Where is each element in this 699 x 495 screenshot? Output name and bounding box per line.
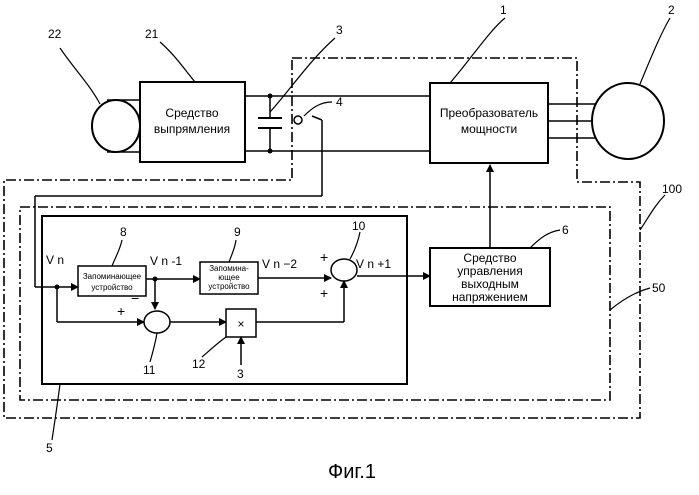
generator-22 [92, 100, 140, 152]
ref-10: 10 [352, 219, 366, 233]
signal-vnp1: V n +1 [356, 257, 391, 271]
sign-plus-bottom: + [320, 285, 328, 301]
vc-label-3: выходным [461, 277, 519, 291]
motor-2 [592, 83, 664, 159]
leader-2 [640, 18, 670, 84]
figure-caption: Фиг.1 [328, 461, 376, 483]
ref-2: 2 [668, 3, 675, 17]
signal-vn: V n [46, 253, 64, 267]
sign-plus-top: + [320, 249, 328, 265]
leader-12 [202, 337, 226, 357]
ref-5: 5 [46, 441, 53, 455]
leader-4 [304, 102, 332, 116]
leader-100 [640, 195, 665, 230]
rectifier-label-1: Средство [165, 106, 218, 120]
ref-11: 11 [143, 363, 156, 377]
converter-label-2: мощности [461, 122, 517, 136]
ref-3b: 3 [237, 367, 244, 381]
ref-8: 8 [120, 225, 127, 239]
leader-9 [229, 240, 236, 262]
ref-1: 1 [500, 3, 507, 17]
ref-50: 50 [652, 281, 666, 295]
memory2-label-3: устройство [208, 282, 250, 291]
signal-vn1: V n -1 [150, 254, 182, 268]
ref-6: 6 [562, 223, 569, 237]
leader-11 [150, 333, 157, 362]
multiplier-symbol: × [237, 317, 244, 331]
memory2-label-1: Запомина- [209, 264, 249, 273]
ref-3: 3 [336, 23, 343, 37]
voltage-sensor [294, 116, 302, 124]
ref-12: 12 [192, 357, 206, 371]
adder-10 [331, 259, 357, 281]
memory1-label-2: устройство [91, 283, 133, 292]
leader-1 [450, 18, 505, 83]
ref-4: 4 [336, 95, 343, 109]
vc-label-4: напряжением [452, 290, 528, 304]
signal-vn2: V n −2 [262, 257, 297, 271]
ref-100: 100 [662, 182, 682, 196]
sign-minus: − [131, 290, 139, 306]
leader-10 [350, 232, 360, 259]
leader-5 [52, 384, 60, 440]
memory1-label-1: Запоминающее [83, 272, 142, 281]
leader-22 [60, 48, 100, 104]
computation-block-5 [42, 216, 407, 384]
leader-3 [270, 38, 335, 112]
leader-50 [610, 288, 650, 310]
ref-9: 9 [234, 225, 241, 239]
ref-22: 22 [48, 27, 62, 41]
sensor-tick [312, 116, 322, 120]
subtractor-11 [144, 311, 170, 333]
vc-label-2: управления [457, 264, 522, 278]
leader-21 [160, 42, 195, 82]
converter-label-1: Преобразователь [440, 106, 538, 120]
leader-8 [112, 240, 122, 266]
leader-6 [530, 230, 560, 248]
sign-plus-left: + [117, 303, 125, 319]
rectifier-label-2: выпрямления [154, 122, 230, 136]
memory2-label-2: ющее [218, 273, 240, 282]
vc-label-1: Средство [463, 251, 516, 265]
ref-21: 21 [145, 27, 159, 41]
